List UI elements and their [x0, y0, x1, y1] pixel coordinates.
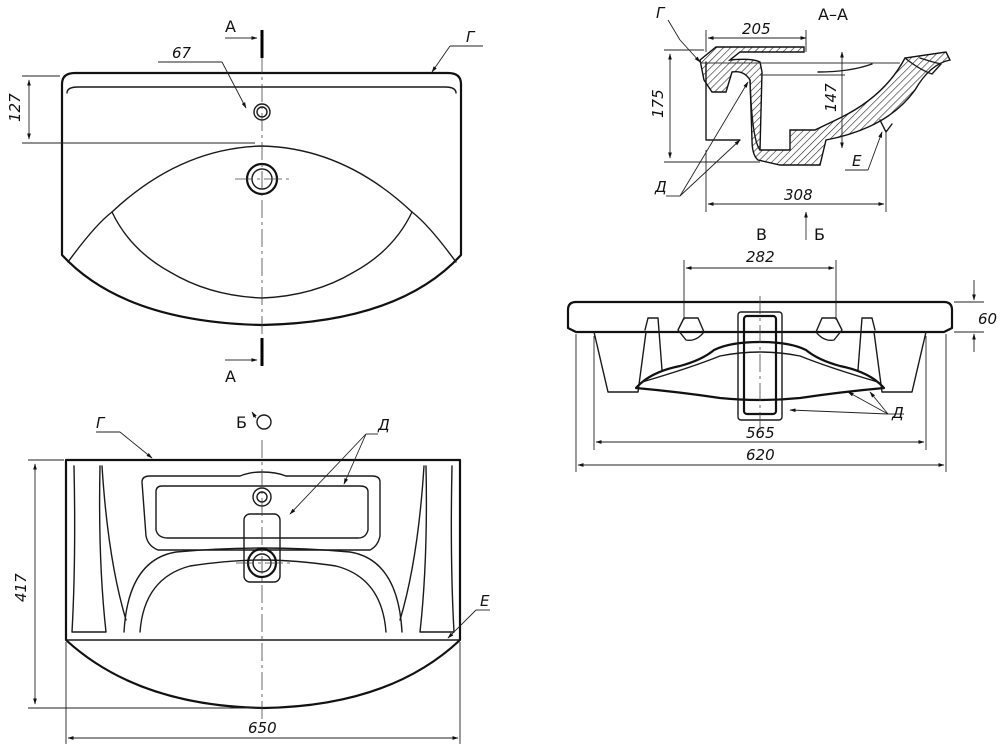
- callout-g-bottom: Г: [96, 414, 106, 432]
- dimension-205: 205: [742, 20, 771, 38]
- callout-d-bottom: Д: [377, 416, 390, 434]
- section-a-a-view: А–А 205 175 147 308 Г: [649, 4, 952, 244]
- callout-g-top: Г: [466, 28, 476, 46]
- view-b-arrow-label: Б: [814, 225, 825, 244]
- dimension-565: 565: [746, 424, 775, 442]
- callout-d-side: Д: [891, 404, 904, 422]
- view-v-title: В: [756, 225, 767, 244]
- dimension-147: 147: [822, 83, 840, 112]
- dimension-127: 127: [6, 93, 24, 122]
- view-b-title: Б: [236, 413, 247, 432]
- callout-e-bottom: Е: [480, 592, 490, 610]
- dimension-60: 60: [978, 310, 997, 328]
- dimension-650: 650: [248, 719, 277, 737]
- dimension-620: 620: [746, 446, 775, 464]
- top-plan-view: А А 67 127 Г: [6, 17, 483, 386]
- dimension-175: 175: [649, 89, 667, 118]
- callout-g-section: Г: [656, 4, 666, 22]
- dimension-67: 67: [172, 44, 192, 62]
- view-b-bottom: Б Г Д Е: [12, 411, 490, 744]
- section-a-top-label: А: [225, 17, 236, 36]
- view-v: В 282 60 565 620: [566, 225, 997, 472]
- callout-e-section: Е: [852, 152, 862, 170]
- section-title: А–А: [818, 5, 848, 24]
- dimension-282: 282: [746, 248, 775, 266]
- section-a-bottom-label: А: [225, 367, 236, 386]
- dimension-417: 417: [12, 573, 30, 602]
- dimension-308: 308: [784, 186, 813, 204]
- callout-d-section: Д: [654, 178, 667, 196]
